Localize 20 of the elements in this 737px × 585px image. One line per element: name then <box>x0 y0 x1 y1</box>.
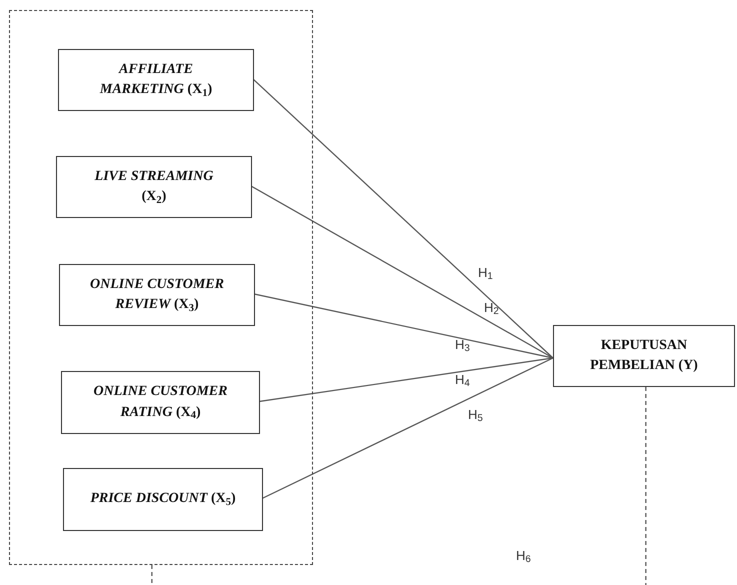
edge-label: H$_{3}$ <box>455 338 470 351</box>
variable-box: PRICE DISCOUNT (X$_{5}$) <box>63 468 263 531</box>
connector-line <box>258 357 554 402</box>
edge-label: H$_{1}$ <box>478 266 493 279</box>
variable-box: AFFILIATE MARKETING (X$_{1}$) <box>58 49 254 111</box>
variable-box: LIVE STREAMING (X$_{2}$) <box>56 156 252 218</box>
variable-box: KEPUTUSAN PEMBELIAN (Y) <box>553 325 735 387</box>
variable-box: ONLINE CUSTOMER REVIEW (X$_{3}$) <box>59 264 255 326</box>
dashed-group-frame <box>9 10 313 565</box>
edge-label: H$_{2}$ <box>484 301 499 314</box>
dashed-line <box>645 387 646 585</box>
dashed-line <box>151 565 152 585</box>
variable-box: ONLINE CUSTOMER RATING (X$_{4}$) <box>61 371 260 434</box>
hypothesis-label: H$_{6}$ <box>516 549 531 562</box>
edge-label: H$_{5}$ <box>468 408 483 421</box>
connector-line <box>254 293 554 359</box>
connector-line <box>252 78 554 358</box>
connector-line <box>250 185 554 359</box>
connector-line <box>262 357 554 500</box>
edge-label: H$_{4}$ <box>455 373 470 386</box>
